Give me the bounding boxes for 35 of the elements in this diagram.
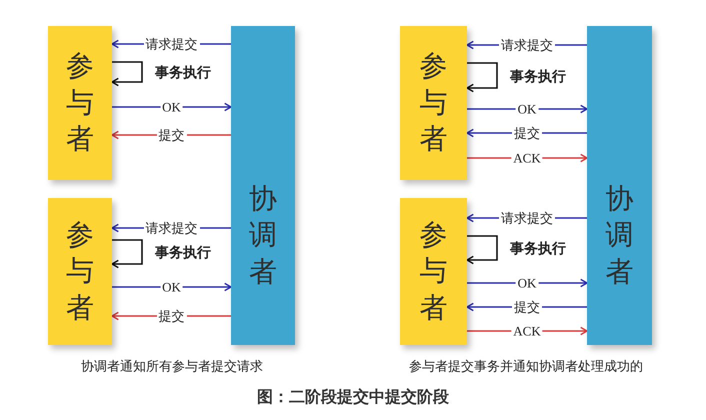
participant-box: 参与者 — [400, 26, 467, 180]
edge-label: 提交 — [512, 126, 542, 140]
coordinator-box: 协调者 — [587, 26, 652, 345]
arrow — [467, 278, 588, 288]
edge-label: ACK — [511, 324, 543, 338]
arrow — [111, 239, 143, 268]
edge-label: ACK — [511, 152, 543, 164]
edge-label: OK — [160, 280, 183, 294]
sub-caption: 参与者提交事务并通知协调者处理成功的 — [409, 357, 643, 376]
edge-label: 请求提交 — [499, 212, 555, 224]
participant-box: 参与者 — [400, 198, 467, 345]
edge-label: 事务执行 — [155, 245, 211, 259]
edge-label: OK — [516, 276, 538, 290]
edge-label: 事务执行 — [155, 65, 211, 79]
edge-label: 事务执行 — [510, 68, 566, 82]
edge-label: 提交 — [156, 310, 186, 322]
edge-label: 请求提交 — [144, 222, 200, 234]
arrow — [466, 235, 498, 264]
figure-caption: 图：二阶段提交中提交阶段 — [257, 387, 449, 408]
arrow — [466, 62, 498, 92]
edge-label: 请求提交 — [144, 38, 200, 50]
arrow — [112, 102, 232, 112]
edge-label: 事务执行 — [510, 241, 566, 255]
coordinator-box: 协调者 — [231, 26, 295, 345]
arrow — [467, 104, 588, 114]
arrow — [111, 61, 143, 86]
arrow — [112, 282, 232, 292]
edge-label: 提交 — [156, 128, 186, 142]
edge-label: 提交 — [512, 300, 542, 314]
participant-box: 参与者 — [48, 26, 112, 180]
edge-label: OK — [160, 100, 183, 114]
edge-label: 请求提交 — [499, 38, 555, 52]
participant-box: 参与者 — [48, 198, 112, 345]
edge-label: OK — [516, 102, 538, 116]
sub-caption: 协调者通知所有参与者提交请求 — [81, 357, 263, 376]
